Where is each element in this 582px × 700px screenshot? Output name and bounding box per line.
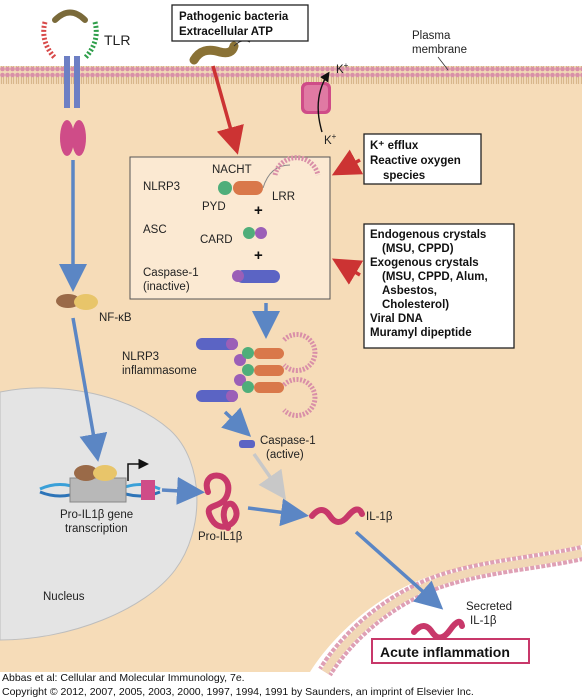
plasma-membrane-label-2: membrane: [412, 44, 467, 56]
plasma-membrane-label-1: Plasma: [412, 30, 451, 42]
pro-il1b-label: Pro-IL1β: [198, 531, 243, 543]
bacterium-icon: [189, 40, 251, 65]
inflammasome-label-2: inflammasome: [122, 365, 197, 377]
asc-molecule: [243, 227, 267, 239]
k-plus-in-label: K+: [324, 132, 337, 147]
secreted-label-1: Secreted: [466, 601, 512, 613]
crystals-line-1: Endogenous crystals: [370, 229, 486, 241]
caspase1-active-label-1: Caspase-1: [260, 435, 316, 447]
credit-line-2: Copyright © 2012, 2007, 2005, 2003, 2000…: [2, 686, 474, 698]
pro-il1b-molecule: [203, 472, 240, 531]
pro-il1b-gene-label-1: Pro-IL1β gene: [60, 509, 133, 521]
outcome-box: [371, 638, 530, 664]
inflammasome-label-1: NLRP3: [122, 351, 159, 363]
crystals-line-7: Viral DNA: [370, 313, 423, 325]
arrow-secretion: [354, 530, 444, 610]
nfkb-molecule: [56, 294, 98, 310]
lrr-label: LRR: [272, 191, 295, 203]
arrow-nfkb-to-dna: [71, 317, 108, 462]
efflux-box: [363, 133, 482, 185]
pyd-label: PYD: [202, 201, 226, 213]
il1b-molecule: [309, 506, 365, 525]
tlr-label: TLR: [104, 32, 130, 48]
caspase1-active-label-2: (active): [266, 449, 304, 461]
caspase1-inactive-label-2: (inactive): [143, 281, 190, 293]
crystals-line-4: (MSU, CPPD, Alum,: [382, 271, 488, 283]
arrow-efflux: [331, 149, 364, 176]
pro-il1b-gene-label-2: transcription: [65, 523, 128, 535]
arrow-cleavage: [247, 498, 309, 527]
nlrp3-label: NLRP3: [143, 181, 180, 193]
k-efflux-arrow: [317, 71, 330, 133]
stimulus-line-2: Extracellular ATP: [179, 26, 273, 38]
caspase1-active-molecule: [239, 440, 255, 448]
plasma-membrane-top: [0, 66, 582, 84]
secreted-il1b-molecule: [411, 618, 465, 641]
nacht-label: NACHT: [212, 164, 252, 176]
asc-label: ASC: [143, 224, 167, 236]
crystals-line-8: Muramyl dipeptide: [370, 327, 472, 339]
outcome-label: Acute inflammation: [380, 644, 510, 660]
dna-strand: [39, 458, 161, 503]
arrow-crystals: [331, 258, 364, 285]
arrow-caspase-cleaves: [252, 452, 287, 500]
secreted-label-2: IL-1β: [470, 615, 497, 627]
arrow-bacteria: [211, 65, 244, 155]
stimulus-box: [171, 4, 309, 42]
nucleus: [0, 387, 198, 641]
nfkb-label: NF-κB: [99, 312, 132, 324]
plasma-membrane-leader: [437, 56, 449, 71]
credit-line-1: Abbas et al: Cellular and Molecular Immu…: [2, 672, 245, 684]
plus-2: +: [254, 247, 263, 264]
crystals-box: [363, 223, 515, 349]
components-box: [129, 156, 331, 300]
k-channel: [301, 82, 331, 114]
arrow-to-caspase: [221, 407, 252, 437]
efflux-line-1: K⁺ efflux: [370, 140, 419, 152]
il1b-label: IL-1β: [366, 511, 393, 523]
efflux-line-3: species: [383, 170, 425, 182]
arrow-transcription: [161, 476, 205, 505]
nucleus-label: Nucleus: [43, 591, 85, 603]
tlr-receptor: [41, 9, 99, 156]
nlrp3-inflammasome: [196, 332, 318, 418]
caspase1-inactive-molecule: [232, 270, 280, 283]
efflux-line-2: Reactive oxygen: [370, 155, 461, 167]
crystals-line-3: Exogenous crystals: [370, 257, 479, 269]
card-label: CARD: [200, 234, 233, 246]
k-plus-out-label: K+: [336, 61, 349, 76]
crystals-line-5: Asbestos,: [382, 285, 437, 297]
crystals-line-2: (MSU, CPPD): [382, 243, 454, 255]
crystals-line-6: Cholesterol): [382, 299, 449, 311]
stimulus-line-1: Pathogenic bacteria: [179, 11, 289, 23]
plus-1: +: [254, 202, 263, 219]
caspase1-inactive-label-1: Caspase-1: [143, 267, 199, 279]
nlrp3-molecule: [218, 155, 321, 195]
